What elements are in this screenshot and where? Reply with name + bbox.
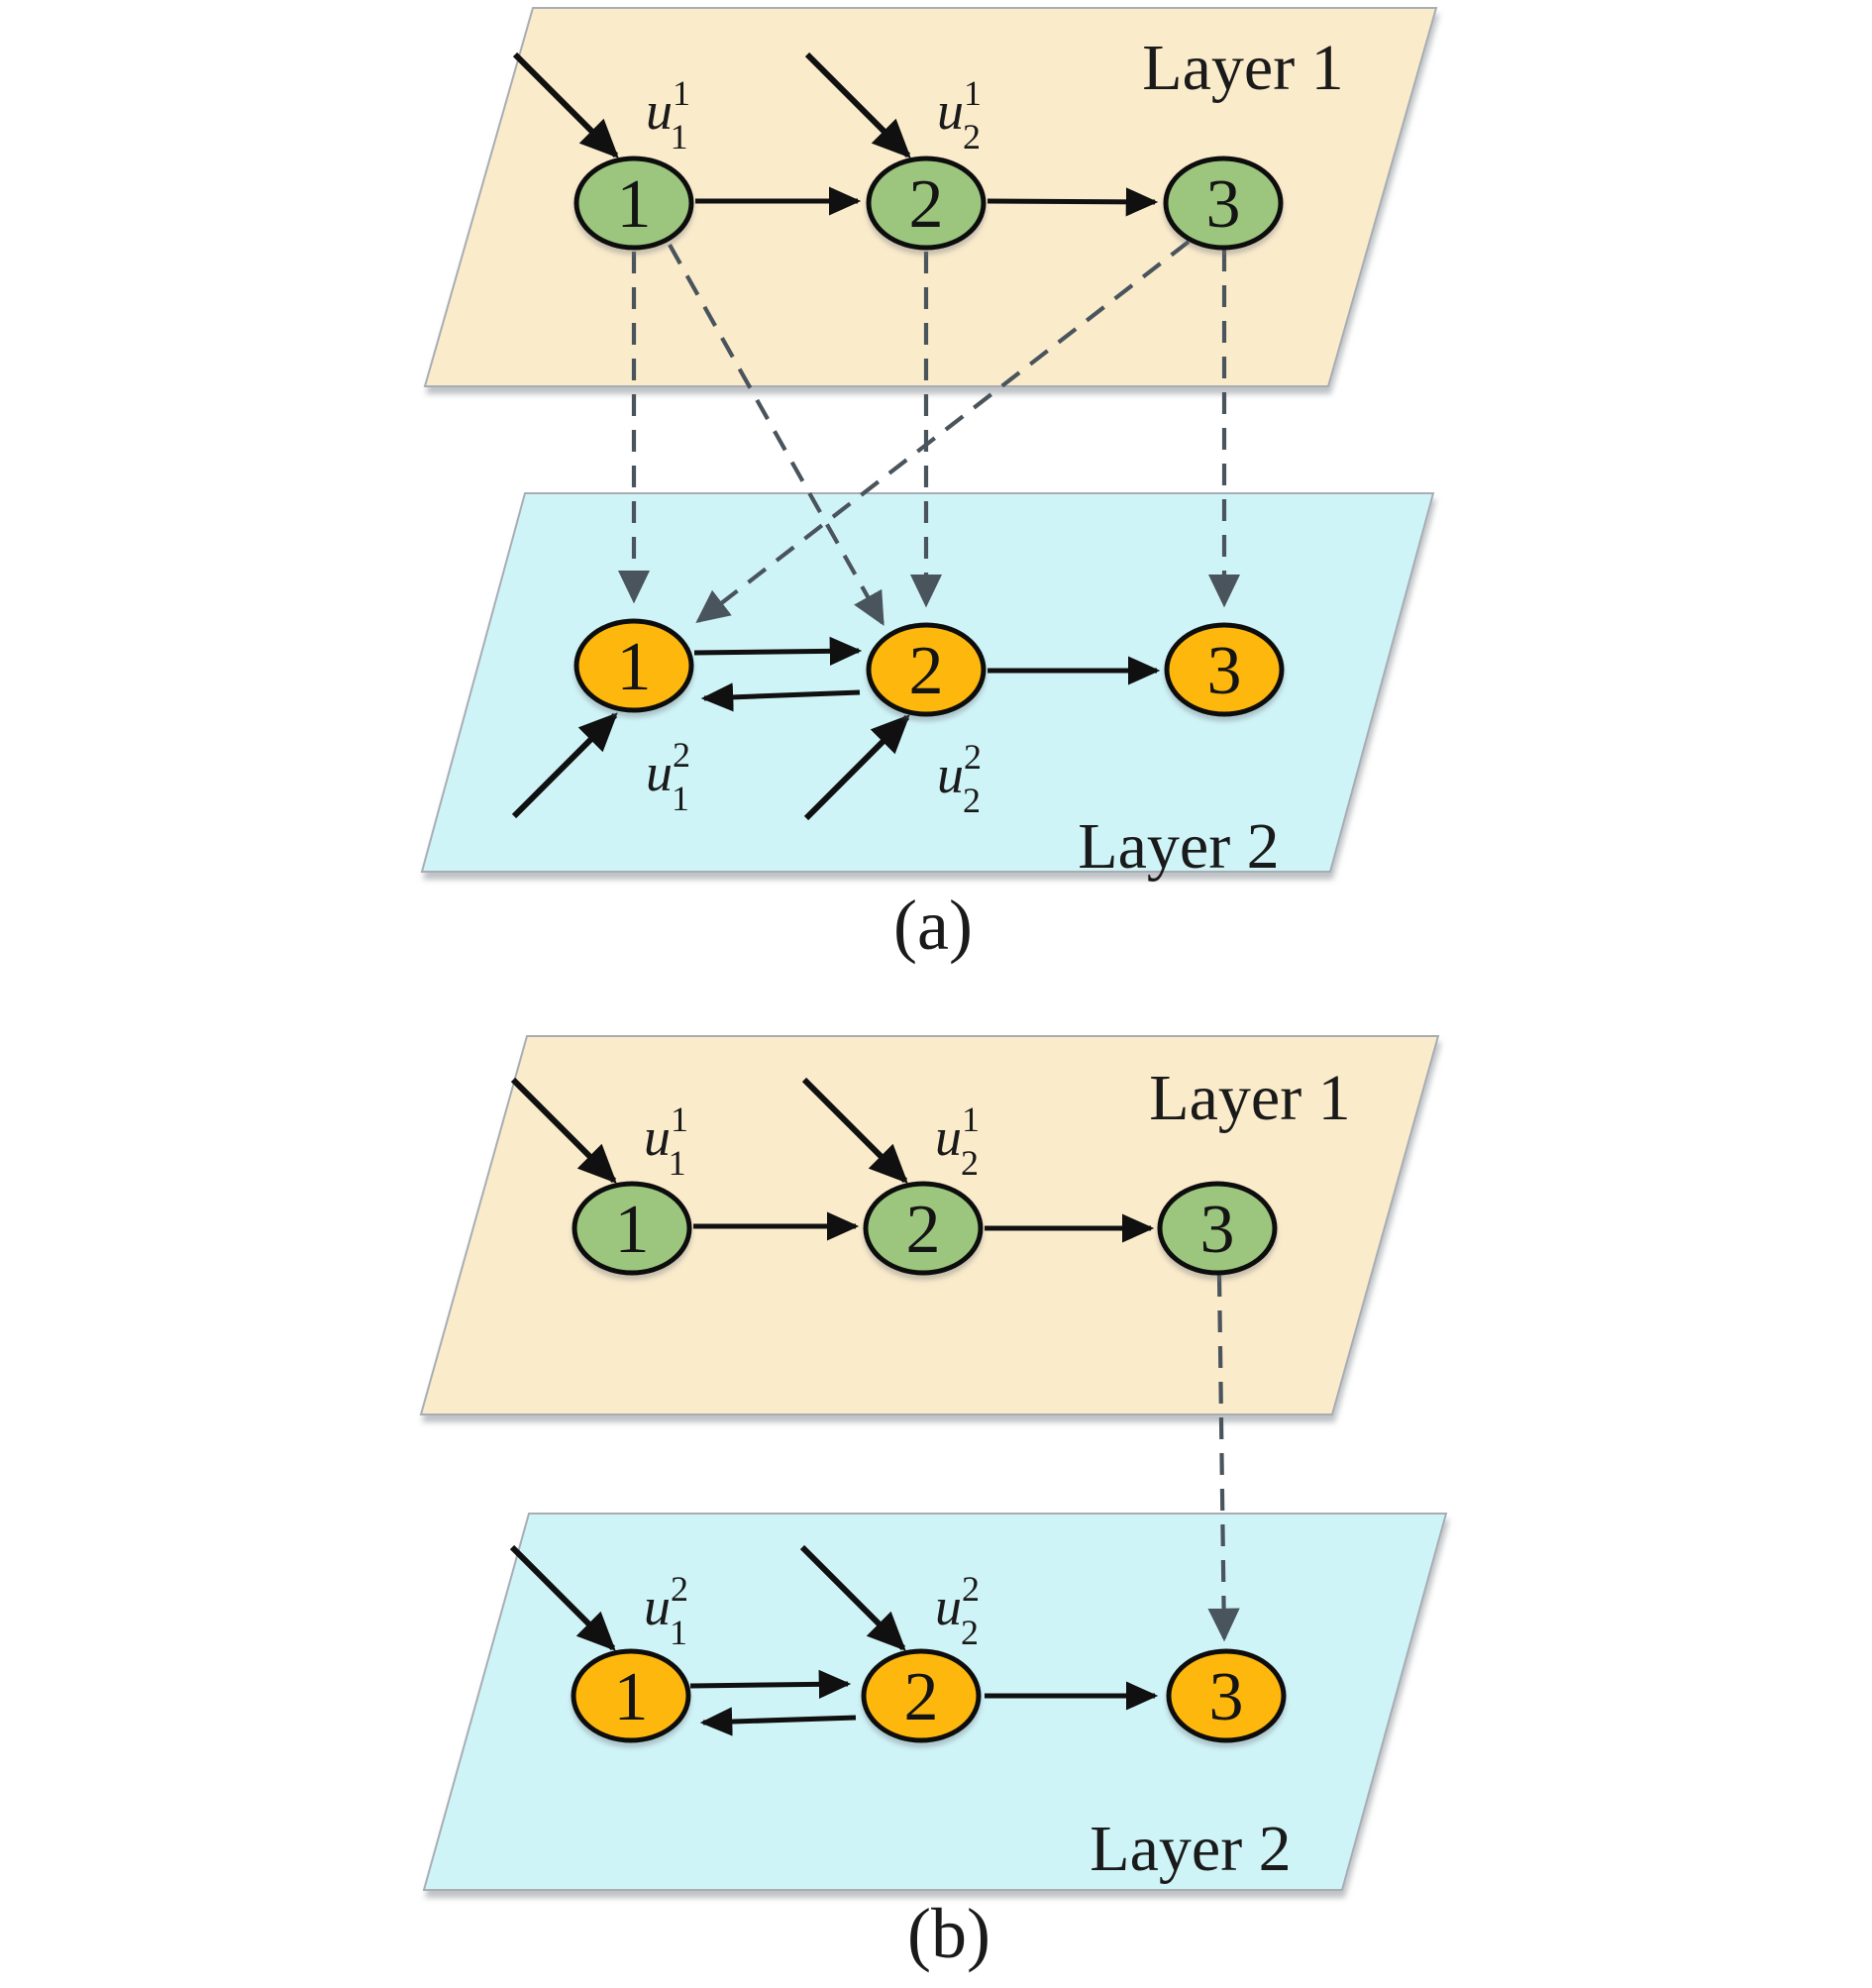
input-arrow-b-u21 <box>801 1077 908 1184</box>
node-b-l1-3-label: 3 <box>1200 1192 1235 1268</box>
node-b-l2-2-label: 2 <box>904 1659 939 1735</box>
panel-b-layer2-nodes <box>571 1648 1287 1743</box>
node-b-l1-3 <box>1157 1181 1278 1276</box>
input-arrow-a-u21 <box>804 52 911 158</box>
edge-a-l2-2-1 <box>700 682 861 712</box>
input-arrow-a-u22 <box>803 714 910 821</box>
node-b-l1-2-label: 2 <box>906 1192 941 1268</box>
edge-b-l2-2-1 <box>699 1707 857 1736</box>
panel-a-layer1-edges <box>695 186 1159 217</box>
panel-a-caption: (a) <box>893 886 973 965</box>
node-a-l1-1 <box>573 156 694 251</box>
panel-b-layer2-label: Layer 2 <box>1090 1813 1291 1885</box>
node-a-l1-3-label: 3 <box>1206 166 1241 243</box>
node-a-l2-3-label: 3 <box>1207 633 1242 709</box>
node-a-l1-2-label: 2 <box>909 166 944 243</box>
panel-a-layer2-label: Layer 2 <box>1078 810 1279 883</box>
node-a-l2-2 <box>866 622 987 717</box>
node-a-l1-2 <box>866 156 987 251</box>
panel-b-layer1-nodes <box>572 1181 1278 1276</box>
panel-a-layer2-edges <box>693 636 1161 712</box>
node-a-l2-1 <box>573 618 694 713</box>
input-arrow-b-u11 <box>510 1077 617 1184</box>
node-b-l1-1 <box>572 1181 692 1276</box>
node-b-l2-1-label: 1 <box>614 1659 649 1735</box>
node-a-l2-2-label: 2 <box>909 633 944 709</box>
panel-b-caption: (b) <box>907 1894 990 1973</box>
panel-b-layer1-label: Layer 1 <box>1149 1062 1350 1134</box>
node-b-l2-2 <box>861 1648 982 1743</box>
node-a-l1-3 <box>1163 156 1284 251</box>
panel-b-interlayer-edges <box>1207 1274 1240 1642</box>
edge-a-l1-2-3 <box>987 187 1159 217</box>
node-b-l2-3-label: 3 <box>1209 1659 1244 1735</box>
input-arrow-b-u22 <box>799 1544 906 1651</box>
node-b-l2-3 <box>1166 1648 1287 1743</box>
input-arrow-a-u11 <box>512 52 619 158</box>
coupling-a-3-to-1 <box>695 240 1191 624</box>
node-a-l1-1-label: 1 <box>617 166 652 243</box>
coupling-a-1-to-2 <box>668 243 884 626</box>
edge-a-l2-1-2 <box>693 636 863 666</box>
node-b-l2-1 <box>571 1648 691 1743</box>
input-arrow-a-u12 <box>511 712 618 819</box>
node-a-l2-1-label: 1 <box>617 629 652 705</box>
panel-b-layer1-edges <box>693 1211 1155 1243</box>
panel-a-layer2-nodes <box>573 618 1285 717</box>
panel-a-layer1-label: Layer 1 <box>1142 32 1343 104</box>
input-arrow-b-u12 <box>509 1544 616 1651</box>
node-b-l1-2 <box>863 1181 984 1276</box>
panel-a-interlayer-edges <box>617 240 1241 626</box>
edge-b-l2-1-2 <box>689 1669 852 1699</box>
panel-a-layer1-nodes <box>573 156 1284 251</box>
panel-b-layer2-edges <box>689 1669 1159 1736</box>
node-b-l1-1-label: 1 <box>615 1192 650 1268</box>
node-a-l2-3 <box>1164 622 1285 717</box>
coupling-b-3-to-3 <box>1207 1274 1240 1642</box>
